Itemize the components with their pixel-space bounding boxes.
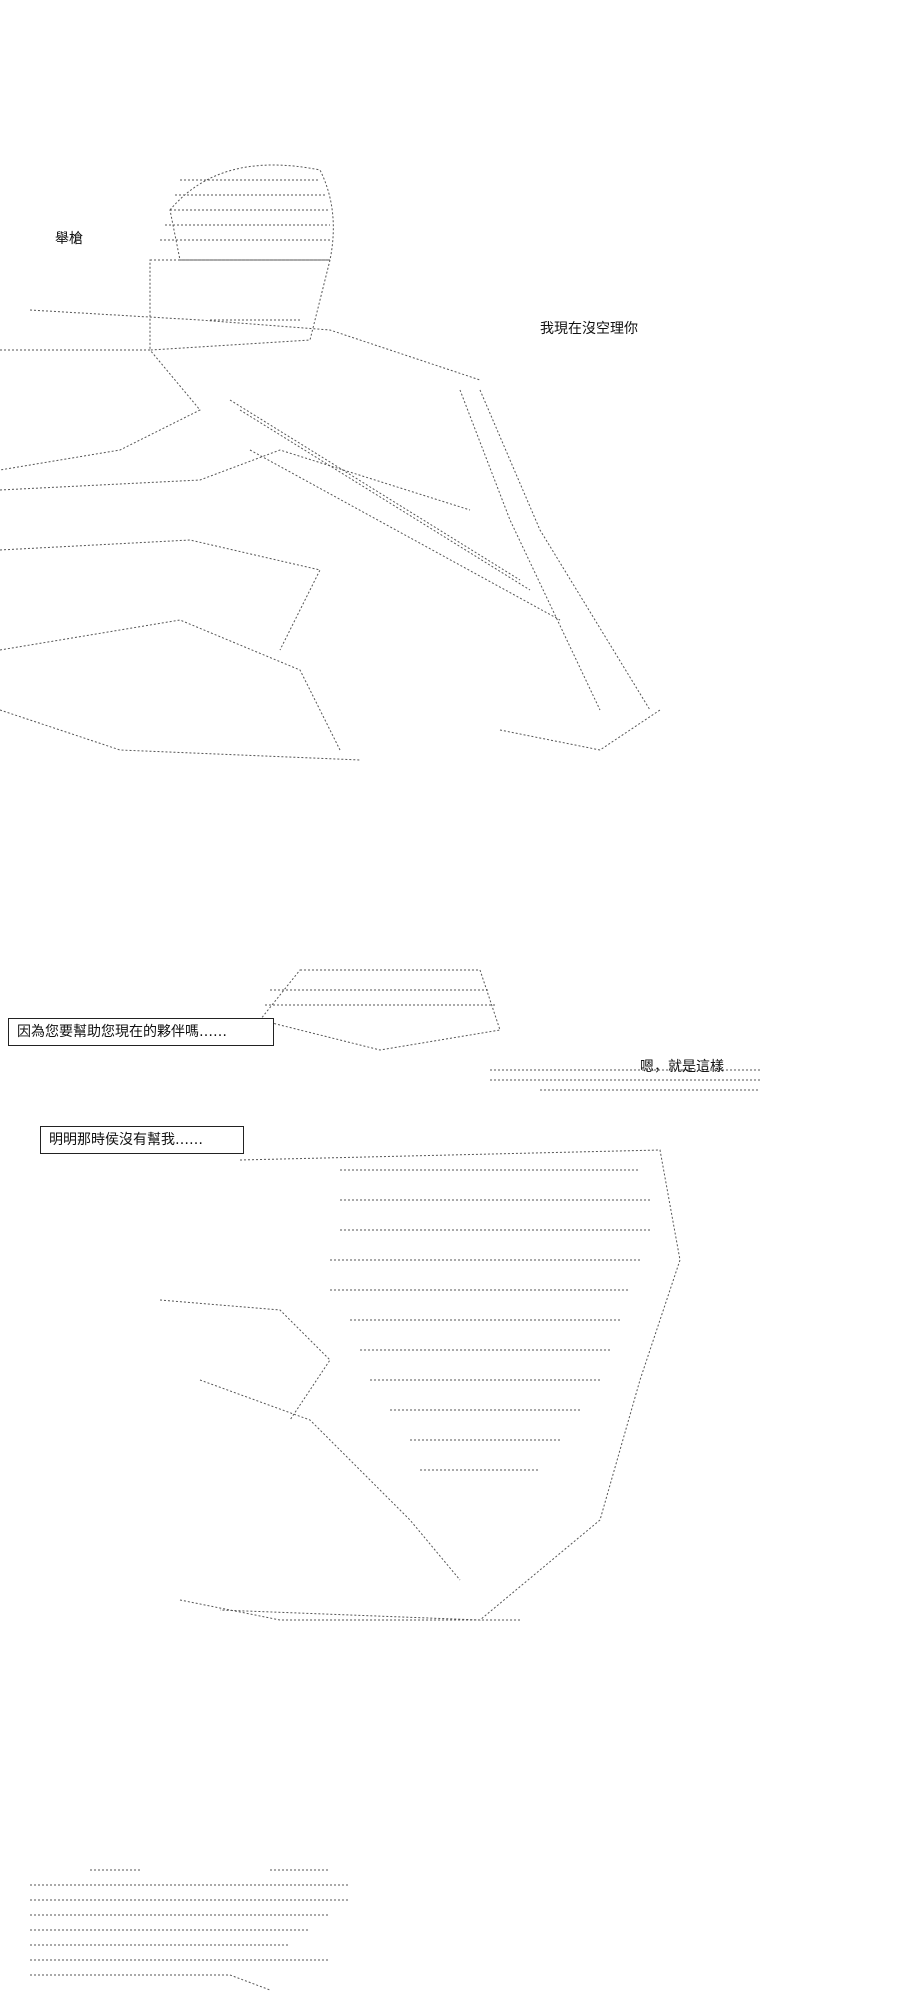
panel1-label-left: 舉槍 [55,231,83,247]
panel2-speech-box-2: 明明那時侯沒有幫我…… [40,1126,244,1154]
panel2-label-right: 嗯，就是這樣 [640,1059,724,1075]
panel2-speech-box-1: 因為您要幫助您現在的夥伴嗎…… [8,1018,274,1046]
panel3-ascii-art [30,1860,370,2000]
panel2-ascii-art [160,960,780,1680]
panel1-ascii-art [0,150,680,770]
panel1-label-right: 我現在沒空理你 [540,321,638,337]
